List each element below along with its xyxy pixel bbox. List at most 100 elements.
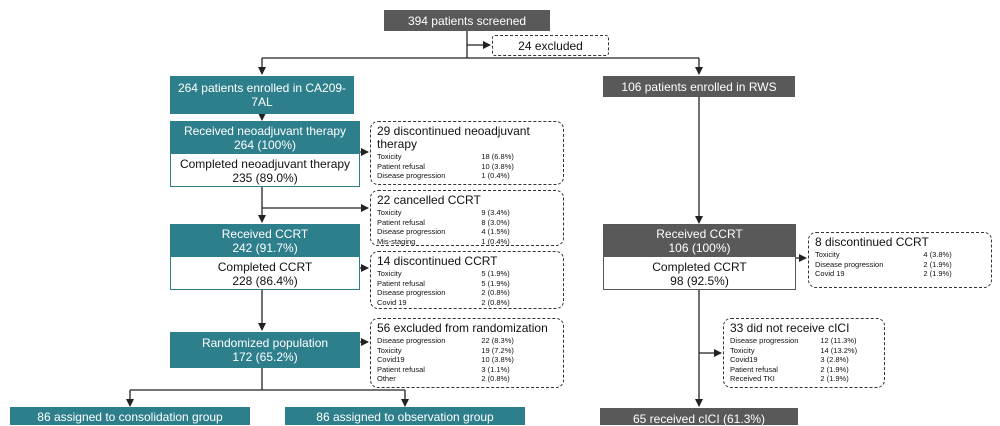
reason-label: Disease progression: [377, 288, 446, 298]
reason-value: 12 (11.3%): [820, 336, 857, 345]
reason-value: 2 (0.8%): [481, 374, 510, 384]
table-row: Disease progression 12 (11.3%): [730, 336, 857, 346]
table-row: Disease progression 1 (0.4%): [377, 171, 514, 181]
reason-value: 10 (3.8%): [481, 161, 514, 171]
reason-value: 1 (0.4%): [481, 171, 510, 181]
neoadjuvant-discontinued-box: 29 discontinued neoadjuvant therapy Toxi…: [370, 121, 564, 185]
consolidation-box: 86 assigned to consolidation group: [10, 407, 250, 425]
ccrt-discontinued-title: 14 discontinued CCRT: [377, 254, 498, 268]
randomization-excluded-box: 56 excluded from randomization Disease p…: [370, 318, 564, 388]
reason-label: Toxicity: [730, 345, 755, 355]
reason-label: Disease progression: [377, 171, 446, 181]
reason-value: 2 (1.9%): [923, 269, 952, 279]
reason-label: Patient refusal: [377, 217, 425, 227]
ccrt-trial-received-value: 242 (91.7%): [232, 241, 298, 255]
reason-label: Disease progression: [377, 227, 446, 237]
ccrt-cancelled-table: Toxicity 9 (3.4%) Patient refusal 8 (3.0%)…: [377, 208, 510, 246]
neoadjuvant-box: Received neoadjuvant therapy 264 (100%) …: [170, 121, 360, 187]
table-row: Patient refusal 3 (1.1%): [377, 365, 514, 375]
randomization-excluded-table: Disease progression 22 (8.3%) Toxicity 19 …: [377, 336, 514, 384]
reason-value: 3 (2.8%): [820, 355, 849, 365]
neoadjuvant-received-value: 264 (100%): [233, 138, 297, 152]
ccrt-trial-completed-label: Completed CCRT: [217, 260, 313, 274]
reason-value: 2 (1.9%): [923, 259, 952, 269]
reason-label: Patient refusal: [730, 364, 778, 374]
reason-value: 1 (0.4%): [481, 236, 510, 246]
no-cici-title: 33 did not receive cICI: [730, 321, 850, 335]
neoadjuvant-completed-value: 235 (89.0%): [232, 171, 298, 185]
ccrt-cancelled-box: 22 cancelled CCRT Toxicity 9 (3.4%) Patie…: [370, 190, 564, 246]
reason-value: 3 (1.1%): [481, 364, 510, 374]
reason-label: Patient refusal: [377, 161, 425, 171]
reason-value: 2 (0.8%): [481, 288, 510, 298]
reason-value: 9 (3.4%): [481, 208, 510, 217]
no-cici-box: 33 did not receive cICI Disease progress…: [723, 318, 885, 388]
reason-value: 18 (6.8%): [481, 152, 514, 161]
reason-value: 8 (3.0%): [481, 217, 510, 227]
observation-box: 86 assigned to observation group: [285, 407, 525, 425]
reason-label: Covid 19: [815, 269, 845, 279]
consolidation-text: 86 assigned to consolidation group: [37, 410, 223, 424]
rws-enrolled-box: 106 patients enrolled in RWS: [603, 76, 795, 97]
rws-enrolled-text: 106 patients enrolled in RWS: [621, 79, 777, 94]
table-row: Covid 19 2 (1.9%): [815, 269, 952, 279]
neoadjuvant-completed: Completed neoadjuvant therapy 235 (89.0%…: [171, 154, 359, 187]
table-row: Patient refusal 10 (3.8%): [377, 162, 514, 172]
received-cici-text: 65 received cICI (61.3%): [632, 412, 766, 426]
reason-value: 22 (8.3%): [481, 336, 514, 345]
table-row: Covid19 3 (2.8%): [730, 355, 857, 365]
reason-value: 19 (7.2%): [481, 345, 514, 355]
reason-label: Toxicity: [377, 345, 402, 355]
excluded-box: 24 excluded: [492, 35, 609, 56]
reason-label: Mis-staging: [377, 236, 416, 246]
reason-label: Patient refusal: [377, 278, 425, 288]
ccrt-trial-completed: Completed CCRT 228 (86.4%): [171, 257, 359, 290]
neoadjuvant-received: Received neoadjuvant therapy 264 (100%): [171, 122, 359, 154]
randomized-label: Randomized population: [201, 336, 329, 350]
table-row: Disease progression 2 (1.9%): [815, 260, 952, 270]
reason-label: Patient refusal: [377, 364, 425, 374]
ccrt-trial-received: Received CCRT 242 (91.7%): [171, 225, 359, 257]
ccrt-cancelled-title: 22 cancelled CCRT: [377, 193, 481, 207]
table-row: Patient refusal 8 (3.0%): [377, 218, 510, 228]
neoadjuvant-discontinued-table: Toxicity 18 (6.8%) Patient refusal 10 (3.8…: [377, 152, 514, 181]
ccrt-rws-received-value: 106 (100%): [668, 241, 731, 255]
observation-text: 86 assigned to observation group: [316, 410, 494, 424]
ca209-enrolled-text: 264 patients enrolled in CA209-7AL: [177, 81, 347, 109]
received-cici-box: 65 received cICI (61.3%): [600, 408, 798, 426]
reason-value: 2 (0.8%): [481, 297, 510, 307]
reason-label: Covid19: [377, 355, 405, 365]
ccrt-rws-received-label: Received CCRT: [656, 227, 743, 241]
reason-value: 2 (1.9%): [820, 374, 849, 384]
reason-label: Covid19: [730, 355, 758, 365]
reason-label: Toxicity: [377, 152, 402, 161]
neoadjuvant-completed-label: Completed neoadjuvant therapy: [179, 157, 351, 171]
ccrt-rws-received: Received CCRT 106 (100%): [604, 225, 795, 257]
table-row: Toxicity 19 (7.2%): [377, 346, 514, 356]
randomized-value: 172 (65.2%): [232, 350, 298, 364]
table-row: Covid19 10 (3.8%): [377, 355, 514, 365]
ccrt-trial-received-label: Received CCRT: [221, 227, 309, 241]
neoadjuvant-discontinued-title: 29 discontinued neoadjuvant therapy: [377, 124, 530, 151]
reason-value: 5 (1.9%): [481, 269, 510, 278]
neoadjuvant-received-label: Received neoadjuvant therapy: [183, 124, 347, 138]
reason-label: Disease progression: [377, 336, 446, 345]
table-row: Toxicity 18 (6.8%): [377, 152, 514, 162]
excluded-text: 24 excluded: [518, 38, 583, 53]
reason-label: Toxicity: [377, 208, 402, 217]
reason-value: 10 (3.8%): [481, 355, 514, 365]
reason-label: Disease progression: [730, 336, 799, 345]
reason-label: Disease progression: [815, 259, 884, 269]
ca209-enrolled-box: 264 patients enrolled in CA209-7AL: [170, 76, 354, 114]
randomized-box: Randomized population 172 (65.2%): [170, 332, 360, 368]
